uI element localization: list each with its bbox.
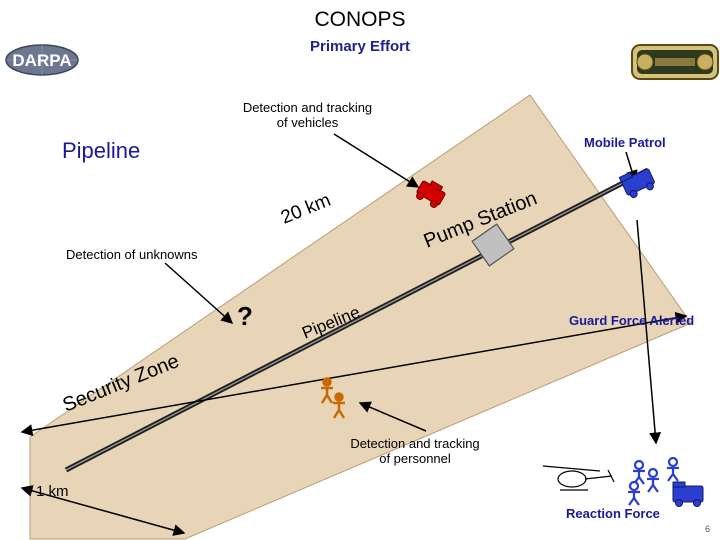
page-subtitle: Primary Effort	[309, 38, 411, 55]
vehicle-detection-arrow	[333, 133, 420, 188]
page-number: 6	[704, 524, 710, 534]
length-dimension-arrow	[20, 311, 688, 437]
width-1km-label: 1 km	[36, 483, 69, 500]
pipeline-heading: Pipeline	[62, 138, 141, 163]
darpa-logo: DARPA	[4, 42, 80, 78]
mobile-patrol-label: Mobile Patrol	[584, 135, 666, 150]
reaction-person-4	[628, 480, 640, 506]
reaction-person-2	[647, 467, 659, 493]
personnel-detection-label: Detection and tracking of personnel	[350, 436, 480, 466]
darpa-logo-text: DARPA	[12, 51, 71, 70]
width-dimension-arrow	[20, 485, 186, 536]
patrol-vehicle	[618, 168, 655, 198]
unknowns-detection-label: Detection of unknowns	[66, 247, 198, 262]
detected-person-2	[332, 392, 346, 419]
reaction-person-1	[633, 459, 645, 485]
helicopter-icon	[542, 465, 615, 491]
distance-20km-label: 20 km	[278, 190, 334, 229]
unknown-marker: ?	[237, 301, 253, 331]
guard-force-label: Guard Force Alerted	[569, 313, 695, 328]
reaction-force-label: Reaction Force	[566, 506, 660, 521]
organization-emblem	[631, 44, 719, 80]
detected-person-1	[320, 377, 334, 404]
reaction-person-3	[667, 456, 679, 482]
unknowns-detection-arrow	[164, 262, 234, 325]
red-vehicle	[416, 180, 446, 208]
pump-station	[471, 223, 515, 267]
page-title: CONOPS	[314, 8, 406, 31]
vehicle-detection-label: Detection and tracking of vehicles	[242, 100, 373, 130]
reaction-vehicle	[672, 481, 704, 507]
